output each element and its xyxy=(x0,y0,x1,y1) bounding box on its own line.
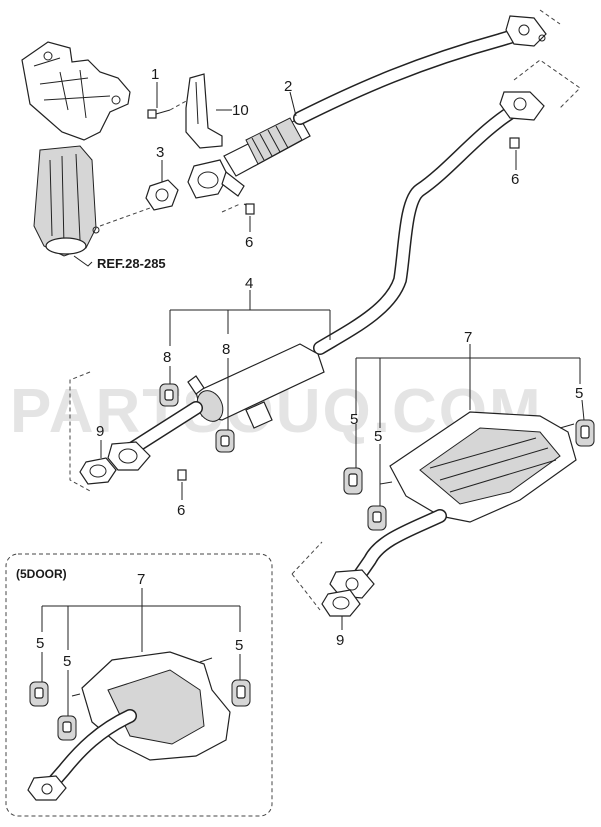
exhaust-manifold[interactable] xyxy=(21,41,131,141)
callout-leaders xyxy=(100,82,585,630)
callout-1: 1 xyxy=(151,66,159,83)
rear-muffler[interactable] xyxy=(329,411,577,599)
center-pipe[interactable] xyxy=(313,91,545,355)
hanger-5-center[interactable] xyxy=(367,505,387,531)
callout-6-right: 6 xyxy=(511,171,519,188)
hanger-5-right[interactable] xyxy=(575,419,595,447)
hanger-5-left[interactable] xyxy=(343,467,363,495)
callout-7-main: 7 xyxy=(464,329,472,346)
reference-label: REF.28-285 xyxy=(97,256,166,271)
nut-6-lower[interactable] xyxy=(245,203,255,215)
five-door-label: (5DOOR) xyxy=(16,567,67,581)
inset-callout-5-center: 5 xyxy=(63,653,71,670)
callout-8-left: 8 xyxy=(163,349,171,366)
hanger-8-left[interactable] xyxy=(159,383,179,407)
inset-hanger-5-right[interactable] xyxy=(231,679,251,707)
inset-hanger-5-center[interactable] xyxy=(57,715,77,741)
callout-10: 10 xyxy=(232,102,249,119)
callout-6-front: 6 xyxy=(245,234,253,251)
front-pipe-flange[interactable] xyxy=(187,159,229,199)
callout-2: 2 xyxy=(284,78,292,95)
nut-6-right[interactable] xyxy=(509,137,520,149)
callout-8-center: 8 xyxy=(222,341,230,358)
front-pipe[interactable] xyxy=(221,115,311,197)
callout-5-center: 5 xyxy=(374,428,382,445)
inset-callout-7: 7 xyxy=(137,571,145,588)
callout-9-left: 9 xyxy=(96,423,104,440)
gasket-3[interactable] xyxy=(145,179,179,211)
gasket-9-right[interactable] xyxy=(321,589,361,617)
intermediate-pipe[interactable] xyxy=(293,15,547,125)
inset-hanger-5-left[interactable] xyxy=(29,681,49,707)
reference-arrow xyxy=(73,255,93,267)
inset-callout-5-left: 5 xyxy=(36,635,44,652)
bolt-1[interactable] xyxy=(147,109,171,119)
callout-3: 3 xyxy=(156,144,164,161)
inset-rear-muffler[interactable] xyxy=(27,651,231,801)
catalytic-converter[interactable] xyxy=(33,145,100,257)
callout-5-left: 5 xyxy=(350,411,358,428)
hanger-8-center[interactable] xyxy=(215,429,235,453)
bolt-leader-3 xyxy=(99,207,151,227)
callout-9-right: 9 xyxy=(336,632,344,649)
bracket[interactable] xyxy=(185,73,223,149)
callout-4: 4 xyxy=(245,275,253,292)
nut-6-center[interactable] xyxy=(177,469,187,481)
five-door-inset: (5DOOR) 7 5 xyxy=(5,553,273,817)
inset-callout-5-right: 5 xyxy=(235,637,243,654)
gasket-9-left[interactable] xyxy=(79,457,117,485)
callout-5-right: 5 xyxy=(575,385,583,402)
callout-6-center: 6 xyxy=(177,502,185,519)
